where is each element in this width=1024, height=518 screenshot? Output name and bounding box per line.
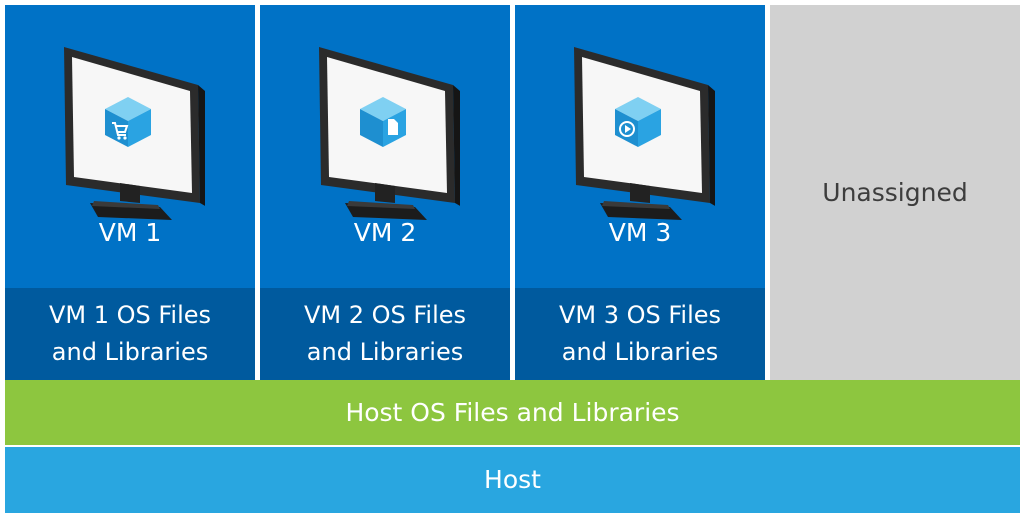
monitor-icon	[60, 35, 205, 220]
host-layer: Host	[5, 447, 1020, 513]
unassigned-block: Unassigned	[770, 5, 1020, 380]
host-os-files-layer: Host OS Files and Libraries	[5, 380, 1020, 445]
vm-label: VM 2	[353, 218, 417, 247]
monitor-icon	[315, 35, 460, 220]
unassigned-label: Unassigned	[822, 178, 968, 207]
vm-label: VM 3	[608, 218, 672, 247]
vm-os-line-1: VM 2 OS Files	[303, 301, 467, 329]
vm-os-line-2: and Libraries	[51, 338, 209, 366]
vm-os-files-block: VM 2 OS Files and Libraries	[260, 288, 510, 380]
document-icon	[360, 97, 406, 147]
vm-3-column: VM 3 VM 3 OS Files and Libraries	[515, 5, 765, 380]
vm-os-line-2: and Libraries	[306, 338, 464, 366]
shopping-cart-icon	[105, 97, 151, 147]
vm-os-files-block: VM 3 OS Files and Libraries	[515, 288, 765, 380]
vm-2-column: VM 2 VM 2 OS Files and Libraries	[260, 5, 510, 380]
vm-os-line-1: VM 3 OS Files	[558, 301, 722, 329]
play-icon	[615, 97, 661, 147]
vm-1-column: VM 1 VM 1 OS Files and Libraries	[5, 5, 255, 380]
vm-os-line-2: and Libraries	[561, 338, 719, 366]
monitor-icon	[570, 35, 715, 220]
vm-os-files-block: VM 1 OS Files and Libraries	[5, 288, 255, 380]
vm-label: VM 1	[98, 218, 162, 247]
vm-os-line-1: VM 1 OS Files	[48, 301, 212, 329]
